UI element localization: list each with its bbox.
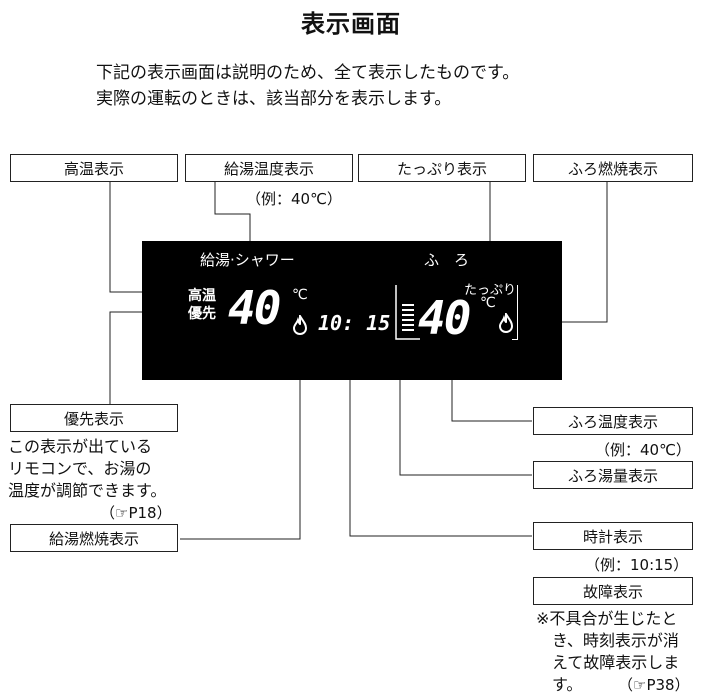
remote-display-panel: 給湯·シャワー ふ ろ 高温 優先 40 ℃ 10: 15 たっぷり 40 ℃ — [142, 241, 562, 380]
high-temp-indicator: 高温 — [188, 288, 216, 304]
fault-desc-line-2: き、時刻表示が消 — [552, 631, 679, 650]
fault-label: 故障表示 — [533, 577, 693, 605]
supply-temp-label: 給湯温度表示 — [185, 154, 353, 182]
bath-flame-icon — [498, 310, 514, 334]
clock-example: （例：10:15） — [585, 556, 689, 574]
bath-temp-example: （例：40℃） — [595, 441, 691, 459]
intro-line-2: 実際の運転のときは、該当部分を表示します。 — [96, 89, 452, 109]
plenty-indicator: たっぷり — [464, 283, 517, 298]
bath-temp-label: ふろ温度表示 — [533, 407, 693, 435]
flame-icon — [292, 312, 308, 336]
priority-label: 優先表示 — [10, 404, 178, 432]
supply-burn-label: 給湯燃焼表示 — [10, 524, 178, 552]
fault-desc-line-4: す。 — [552, 675, 583, 694]
priority-desc: この表示が出ている リモコンで、お湯の 温度が調節できます。 — [8, 436, 166, 502]
supply-shower-label: 給湯·シャワー — [200, 251, 295, 269]
bath-burn-label: ふろ燃焼表示 — [533, 154, 693, 182]
priority-page-ref: （☞P18） — [100, 504, 172, 522]
priority-desc-line-2: リモコンで、お湯の — [8, 459, 152, 478]
supply-temp-unit: ℃ — [292, 287, 308, 303]
bath-bracket — [512, 285, 518, 340]
supply-temp-example: （例：40℃） — [246, 190, 342, 208]
water-level-icon — [394, 283, 422, 341]
supply-temp-digits: 40 — [228, 281, 281, 335]
priority-desc-line-1: この表示が出ている — [8, 437, 153, 456]
priority-desc-line-3: 温度が調節できます。 — [8, 481, 167, 500]
intro-line-1: 下記の表示画面は説明のため、全て表示したものです。 — [96, 63, 520, 83]
clock-label: 時計表示 — [533, 522, 693, 550]
page-title: 表示画面 — [301, 10, 401, 38]
high-temp-label: 高温表示 — [10, 154, 178, 182]
priority-indicator: 優先 — [188, 306, 216, 322]
intro-text: 下記の表示画面は説明のため、全て表示したものです。 実際の運転のときは、該当部分… — [96, 60, 519, 112]
clock-digits: 10: 15 — [318, 311, 391, 335]
bath-label: ふ ろ — [424, 251, 470, 269]
bath-temp-digits: 40 — [418, 291, 471, 345]
fault-desc: ※不具合が生じたと き、時刻表示が消 えて故障表示しま す。 — [536, 608, 679, 696]
bath-temp-unit: ℃ — [480, 295, 496, 311]
plenty-label: たっぷり表示 — [358, 154, 526, 182]
fault-desc-line-1: ※不具合が生じたと — [536, 609, 678, 628]
fault-page-ref: （☞P38） — [618, 676, 690, 694]
fault-desc-line-3: えて故障表示しま — [552, 653, 680, 672]
bath-volume-label: ふろ湯量表示 — [533, 461, 693, 489]
